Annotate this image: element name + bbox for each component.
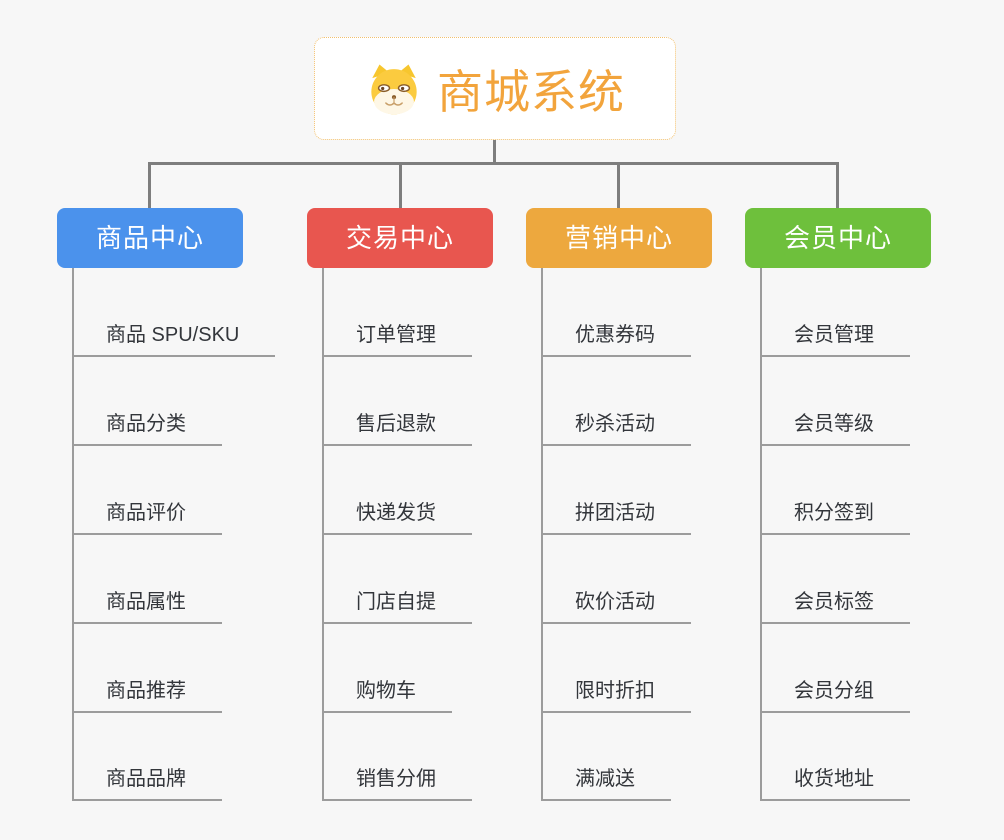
branch-node-member-center[interactable]: 会员中心 (745, 208, 931, 268)
root-title: 商城系统 (437, 65, 625, 118)
dog-icon (371, 64, 417, 114)
child-node[interactable]: 门店自提 (322, 588, 472, 624)
child-node[interactable]: 商品分类 (72, 410, 222, 446)
child-node[interactable]: 购物车 (322, 677, 452, 713)
child-node[interactable]: 商品品牌 (72, 765, 222, 801)
child-node[interactable]: 收货地址 (760, 765, 910, 801)
child-node[interactable]: 商品评价 (72, 499, 222, 535)
child-node[interactable]: 满减送 (541, 765, 671, 801)
child-node[interactable]: 砍价活动 (541, 588, 691, 624)
child-node[interactable]: 订单管理 (322, 321, 472, 357)
branch-node-marketing-center[interactable]: 营销中心 (526, 208, 712, 268)
connector-horizontal (148, 162, 839, 165)
child-node[interactable]: 会员标签 (760, 588, 910, 624)
child-node[interactable]: 商品属性 (72, 588, 222, 624)
child-node[interactable]: 会员等级 (760, 410, 910, 446)
branch-node-trade-center[interactable]: 交易中心 (307, 208, 493, 268)
connector-stub-marketing (617, 162, 620, 208)
branch-node-product-center[interactable]: 商品中心 (57, 208, 243, 268)
connector-root-stub (493, 140, 496, 164)
child-node[interactable]: 拼团活动 (541, 499, 691, 535)
child-node[interactable]: 优惠券码 (541, 321, 691, 357)
connector-stub-products (148, 162, 151, 208)
child-node[interactable]: 快递发货 (322, 499, 472, 535)
connector-stub-members (836, 162, 839, 208)
connector-stub-trade (399, 162, 402, 208)
child-node[interactable]: 销售分佣 (322, 765, 472, 801)
child-node[interactable]: 限时折扣 (541, 677, 691, 713)
child-node[interactable]: 商品推荐 (72, 677, 222, 713)
child-node[interactable]: 秒杀活动 (541, 410, 691, 446)
child-node[interactable]: 积分签到 (760, 499, 910, 535)
child-node[interactable]: 商品 SPU/SKU (72, 321, 276, 357)
child-node[interactable]: 会员管理 (760, 321, 910, 357)
child-node[interactable]: 会员分组 (760, 677, 910, 713)
child-node[interactable]: 售后退款 (322, 410, 472, 446)
root-node[interactable]: 商城系统 (314, 37, 676, 140)
